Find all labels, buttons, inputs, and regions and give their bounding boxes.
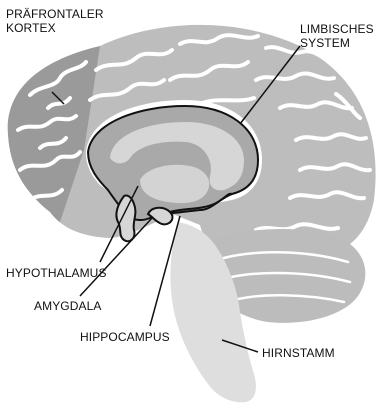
label-limbic-system: LIMBISCHES SYSTEM bbox=[300, 22, 374, 50]
label-amygdala: AMYGDALA bbox=[34, 299, 102, 313]
label-limbic-line2: SYSTEM bbox=[300, 36, 374, 50]
label-prefrontal-line1: PRÄFRONTALER bbox=[6, 7, 104, 21]
label-prefrontal-cortex: PRÄFRONTALER KORTEX bbox=[6, 7, 104, 35]
label-brainstem: HIRNSTAMM bbox=[262, 346, 335, 360]
label-prefrontal-line2: KORTEX bbox=[6, 21, 104, 35]
label-hippocampus: HIPPOCAMPUS bbox=[80, 330, 170, 344]
label-limbic-line1: LIMBISCHES bbox=[300, 22, 374, 36]
label-hypothalamus: HYPOTHALAMUS bbox=[6, 266, 107, 280]
